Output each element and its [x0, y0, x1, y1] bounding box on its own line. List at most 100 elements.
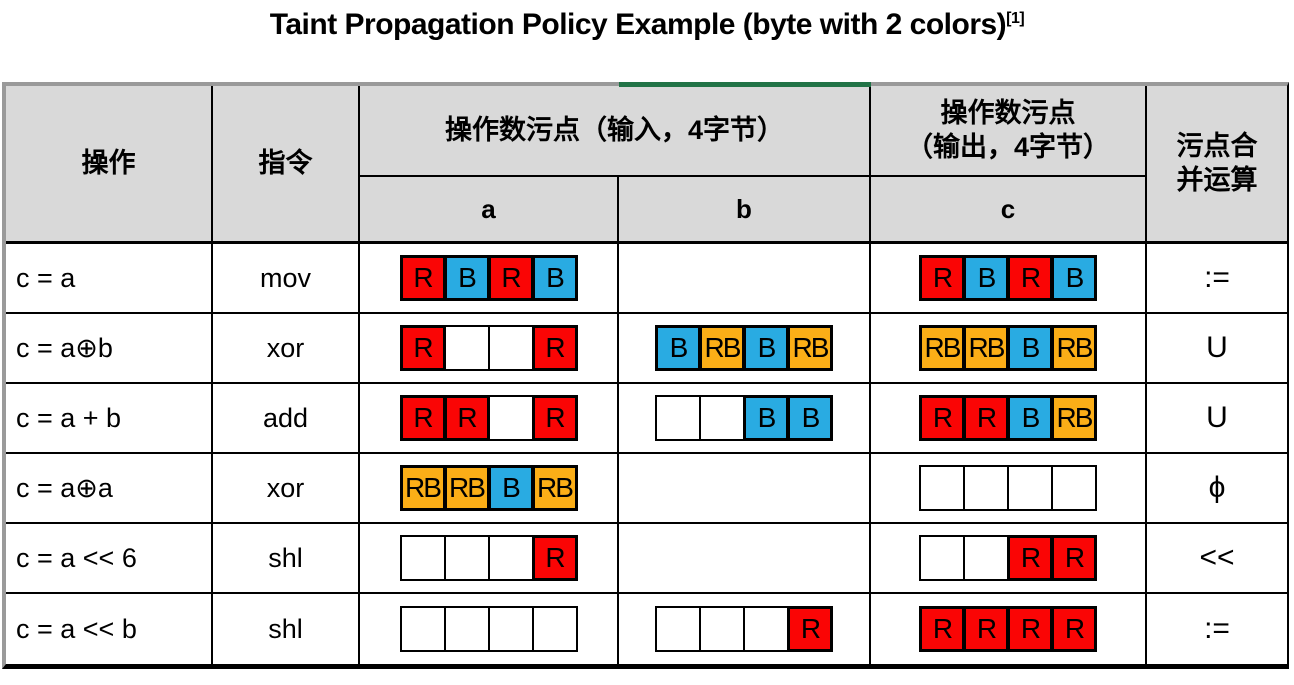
byte-cell: R: [399, 325, 446, 371]
operation-cell: c = a << b: [6, 594, 213, 664]
operand-b-cell: [619, 524, 871, 594]
operation-cell: c = a << 6: [6, 524, 213, 594]
instruction-cell: mov: [213, 244, 360, 314]
table-grid: 操作 指令 操作数污点（输入，4字节） 操作数污点 （输出，4字节） 污点合 并…: [6, 86, 1287, 664]
byte-cell: B: [487, 465, 534, 511]
operand-a-cell: [360, 594, 619, 664]
operand-a-cell: R: [360, 524, 619, 594]
byte-cell: RB: [531, 465, 578, 511]
byte-strip-b: R: [655, 606, 833, 652]
green-accent-bar: [619, 82, 871, 87]
instruction-cell: xor: [213, 314, 360, 384]
byte-cell: B: [743, 325, 789, 371]
byte-cell: R: [1051, 606, 1097, 652]
byte-cell: RB: [699, 325, 745, 371]
byte-cell: RB: [1051, 325, 1097, 371]
byte-cell: [655, 606, 701, 652]
byte-cell: B: [1051, 255, 1097, 301]
byte-cell: R: [531, 325, 578, 371]
byte-cell: B: [787, 395, 833, 441]
byte-cell: B: [1007, 325, 1053, 371]
byte-cell: [487, 325, 534, 371]
merge-op-cell: :=: [1204, 612, 1230, 645]
header-merge-line1: 污点合: [1176, 130, 1258, 161]
operation-cell: c = a + b: [6, 384, 213, 454]
byte-cell: R: [919, 255, 965, 301]
byte-cell: [919, 535, 965, 581]
byte-cell: R: [963, 395, 1009, 441]
byte-cell: [699, 395, 745, 441]
title-reference: [1]: [1006, 10, 1025, 27]
byte-cell: [531, 606, 578, 652]
header-sub-b: b: [619, 177, 871, 244]
byte-cell: [443, 535, 490, 581]
merge-op-cell: <<: [1147, 524, 1287, 594]
byte-cell: RB: [399, 465, 446, 511]
byte-cell: R: [1051, 535, 1097, 581]
byte-cell: [443, 325, 490, 371]
header-sub-a: a: [360, 177, 619, 244]
byte-cell: RB: [963, 325, 1009, 371]
byte-cell: R: [399, 255, 446, 301]
operation-cell: c = a: [6, 244, 213, 314]
byte-cell: R: [531, 395, 578, 441]
byte-cell: [1051, 465, 1097, 511]
byte-cell: R: [443, 395, 490, 441]
header-sub-c: c: [871, 177, 1147, 244]
header-input-group: 操作数污点（输入，4字节）: [360, 86, 871, 177]
byte-cell: [1007, 465, 1053, 511]
byte-cell: R: [531, 535, 578, 581]
header-merge-line2: 并运算: [1176, 164, 1258, 195]
byte-cell: [487, 606, 534, 652]
byte-cell: R: [963, 606, 1009, 652]
header-instruction: 指令: [213, 86, 360, 244]
byte-cell: [699, 606, 745, 652]
instruction-cell: xor: [213, 454, 360, 524]
operation-cell: c = a⊕b: [6, 314, 213, 384]
byte-cell: RB: [443, 465, 490, 511]
byte-cell: B: [443, 255, 490, 301]
merge-op-cell: U: [1147, 314, 1287, 384]
byte-cell: R: [787, 606, 833, 652]
byte-cell: B: [531, 255, 578, 301]
merge-op-cell: ϕ: [1147, 454, 1287, 524]
operand-b-cell: R: [619, 594, 871, 664]
byte-strip-c: [919, 465, 1097, 511]
byte-cell: R: [399, 395, 446, 441]
byte-cell: R: [919, 395, 965, 441]
byte-cell: R: [919, 606, 965, 652]
operand-b-cell: [619, 244, 871, 314]
header-merge-op: 污点合 并运算: [1147, 86, 1287, 244]
taint-policy-table: 操作 指令 操作数污点（输入，4字节） 操作数污点 （输出，4字节） 污点合 并…: [2, 82, 1289, 669]
byte-cell: RB: [919, 325, 965, 371]
instruction-cell: add: [213, 384, 360, 454]
operation-cell: c = a⊕a: [6, 454, 213, 524]
instruction-cell: shl: [213, 524, 360, 594]
byte-cell: [919, 465, 965, 511]
byte-cell: B: [1007, 395, 1053, 441]
operand-b-cell: [619, 454, 871, 524]
byte-cell: R: [487, 255, 534, 301]
byte-cell: R: [1007, 535, 1053, 581]
byte-cell: RB: [787, 325, 833, 371]
header-output-group: 操作数污点 （输出，4字节）: [871, 86, 1147, 177]
byte-cell: [399, 535, 446, 581]
header-output-line1: 操作数污点: [940, 97, 1076, 128]
